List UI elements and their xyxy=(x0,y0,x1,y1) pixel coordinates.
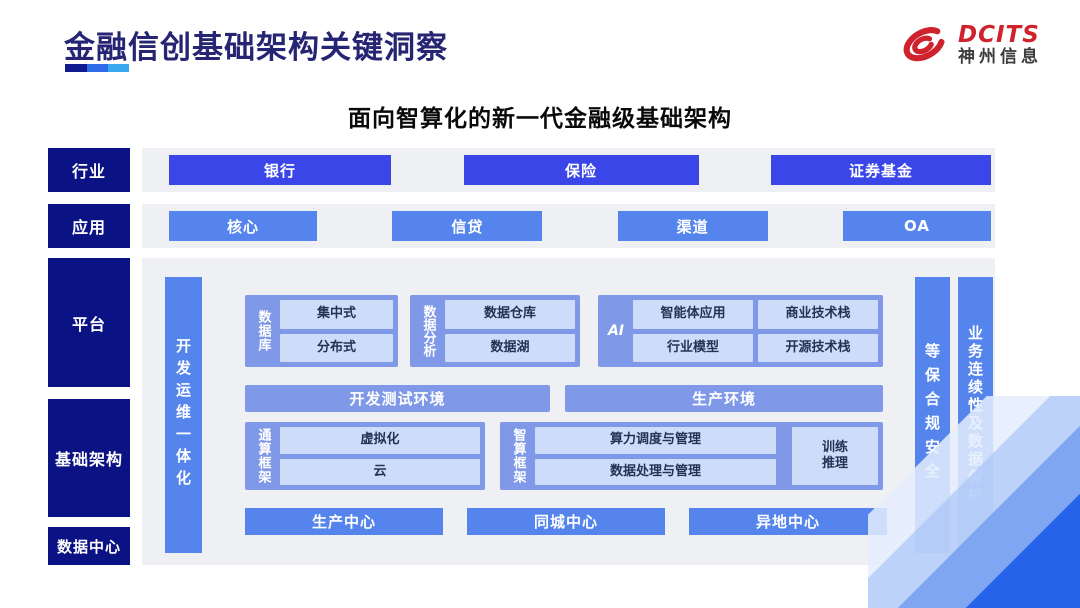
app-box-channel: 渠道 xyxy=(617,211,768,241)
company-logo: DCITS 神州信息 xyxy=(896,20,1042,70)
remote-center-box: 异地中心 xyxy=(689,508,887,535)
industry-box-securities: 证券基金 xyxy=(771,155,991,185)
corner-stripes-decoration xyxy=(868,396,1080,608)
ai-item-industry-model: 行业模型 xyxy=(633,333,753,362)
logo-texts: DCITS 神州信息 xyxy=(958,23,1042,67)
layer-label-industry: 行业 xyxy=(48,148,130,192)
analytics-item-warehouse: 数据仓库 xyxy=(445,300,575,329)
training-label: 训练 xyxy=(821,439,848,455)
inference-label: 推理 xyxy=(821,456,848,471)
industry-box-bank: 银行 xyxy=(169,155,391,185)
data-analytics-group-label: 数据分析 xyxy=(420,305,436,357)
intelligent-item-training-inference: 训练 推理 xyxy=(792,427,878,485)
database-item-centralized: 集中式 xyxy=(280,300,393,329)
title-underline xyxy=(65,64,129,72)
dev-test-environment-bar: 开发测试环境 xyxy=(245,385,550,412)
layer-label-platform: 平台 xyxy=(48,258,130,387)
ai-item-opensource-stack: 开源技术栈 xyxy=(758,333,878,362)
underline-segment-light xyxy=(108,64,129,72)
ai-item-agent-app: 智能体应用 xyxy=(633,300,753,329)
page-title: 金融信创基础架构关键洞察 xyxy=(64,30,448,66)
database-group-label: 数据库 xyxy=(255,310,271,352)
general-item-virtualization: 虚拟化 xyxy=(280,427,480,454)
devops-bar: 开发运维一体化 xyxy=(165,277,202,553)
intelligent-item-data-processing: 数据处理与管理 xyxy=(535,458,776,485)
same-city-center-box: 同城中心 xyxy=(467,508,665,535)
general-framework-label: 通算框架 xyxy=(255,428,271,484)
industry-band: 银行 保险 证券基金 xyxy=(142,148,995,192)
data-analytics-group: 数据分析 数据仓库 数据湖 xyxy=(410,295,580,367)
database-item-distributed: 分布式 xyxy=(280,333,393,362)
layer-label-application: 应用 xyxy=(48,204,130,248)
diagram-title: 面向智算化的新一代金融级基础架构 xyxy=(348,106,732,132)
production-environment-bar: 生产环境 xyxy=(565,385,883,412)
general-computing-framework-group: 通算框架 虚拟化 云 xyxy=(245,422,485,490)
ai-item-commercial-stack: 商业技术栈 xyxy=(758,300,878,329)
database-group: 数据库 集中式 分布式 xyxy=(245,295,398,367)
logo-company-name: 神州信息 xyxy=(958,47,1042,68)
analytics-item-lake: 数据湖 xyxy=(445,333,575,362)
application-band: 核心 信贷 渠道 OA xyxy=(142,204,995,248)
layer-label-infrastructure: 基础架构 xyxy=(48,399,130,517)
underline-segment-dark xyxy=(65,64,87,72)
app-box-core: 核心 xyxy=(169,211,317,241)
intelligent-computing-framework-group: 智算框架 算力调度与管理 数据处理与管理 训练 推理 xyxy=(500,422,883,490)
layer-label-datacenter: 数据中心 xyxy=(48,527,130,565)
intelligent-item-compute-scheduling: 算力调度与管理 xyxy=(535,427,776,454)
ai-group: AI 智能体应用 商业技术栈 行业模型 开源技术栈 xyxy=(598,295,883,367)
app-box-credit: 信贷 xyxy=(392,211,543,241)
logo-brand: DCITS xyxy=(958,22,1040,48)
logo-swirl-icon xyxy=(903,27,945,62)
underline-segment-mid xyxy=(87,64,108,72)
app-box-oa: OA xyxy=(842,211,991,241)
architecture-panel: 开发运维一体化 等保合规安全 业务连续性及数据保护 数据库 集中式 分布式 数据… xyxy=(142,258,995,565)
production-center-box: 生产中心 xyxy=(245,508,443,535)
industry-box-insurance: 保险 xyxy=(463,155,699,185)
intelligent-framework-label: 智算框架 xyxy=(510,428,526,484)
ai-group-label: AI xyxy=(607,323,625,339)
general-item-cloud: 云 xyxy=(280,458,480,485)
